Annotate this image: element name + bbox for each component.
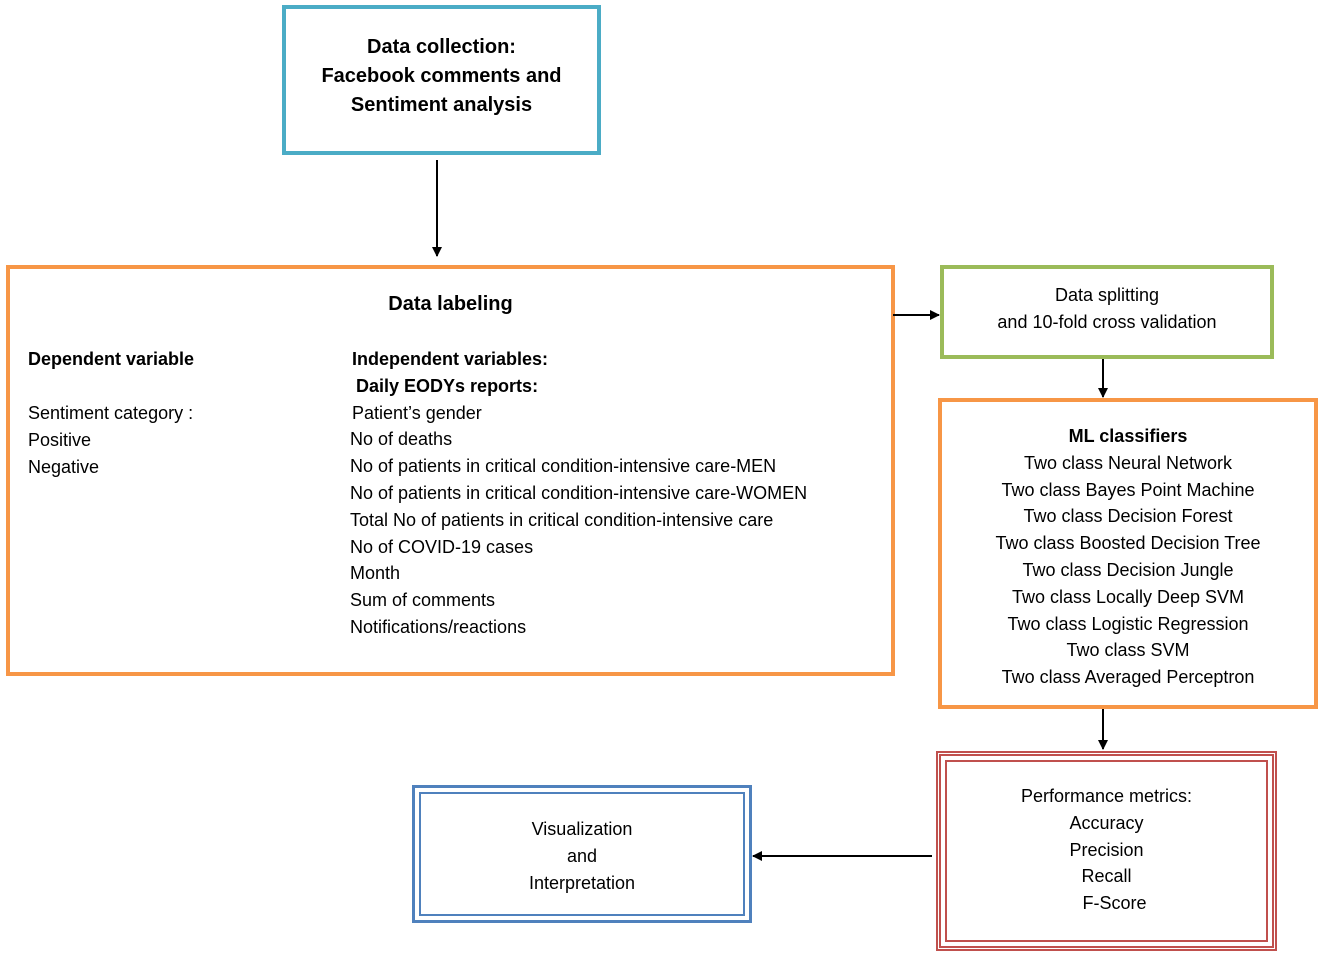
- independent-item: Notifications/reactions: [350, 616, 527, 637]
- dependent-variable-column: Dependent variable Sentiment category : …: [28, 346, 194, 481]
- classifier-item: Two class Locally Deep SVM: [1011, 586, 1245, 607]
- visualization-line-2: and: [566, 846, 598, 866]
- metrics-title: Performance metrics:: [1020, 786, 1193, 806]
- data-labeling-box: Data labeling Dependent variable Sentime…: [6, 265, 895, 676]
- independent-item: No of patients in critical condition-int…: [350, 482, 808, 503]
- independent-variables-column: Independent variables: Daily EODYs repor…: [350, 346, 807, 641]
- visualization-line-3: Interpretation: [528, 873, 636, 893]
- data-splitting-box: Data splitting and 10-fold cross validat…: [940, 265, 1274, 359]
- visualization-line-1: Visualization: [531, 819, 633, 839]
- dependent-value: Positive: [28, 430, 92, 450]
- independent-subheader: Daily EODYs reports:: [356, 375, 539, 396]
- labeling-title: Data labeling: [388, 293, 513, 315]
- visualization-box: Visualization and Interpretation: [412, 785, 752, 923]
- dependent-value: Negative: [28, 457, 100, 477]
- classifier-item: Two class Neural Network: [1023, 452, 1233, 473]
- ml-classifiers-box: ML classifiers Two class Neural Network …: [938, 398, 1318, 709]
- sentiment-category-label: Sentiment category :: [28, 403, 194, 423]
- independent-item: Month: [350, 563, 401, 584]
- classifier-item: Two class Bayes Point Machine: [1001, 479, 1255, 500]
- splitting-line-1: Data splitting: [1054, 285, 1160, 305]
- classifier-item: Two class Logistic Regression: [1007, 613, 1249, 634]
- classifiers-title: ML classifiers: [1068, 426, 1188, 446]
- splitting-line-2: and 10-fold cross validation: [997, 312, 1217, 332]
- independent-item: No of patients in critical condition-int…: [350, 456, 777, 477]
- classifier-item: Two class Decision Forest: [1023, 506, 1233, 527]
- independent-item: Sum of comments: [350, 590, 496, 611]
- metrics-content: Performance metrics: Accuracy Precision …: [941, 783, 1272, 917]
- metric-item: Recall: [1081, 866, 1132, 887]
- metric-item: Precision: [1069, 839, 1144, 860]
- visualization-content: Visualization and Interpretation: [415, 816, 749, 897]
- classifier-item: Two class Averaged Perceptron: [1001, 667, 1255, 688]
- dependent-header: Dependent variable: [28, 349, 195, 369]
- metric-item: Accuracy: [1069, 812, 1144, 833]
- classifier-item: Two class Boosted Decision Tree: [995, 533, 1261, 554]
- independent-item: No of COVID-19 cases: [350, 536, 534, 557]
- collection-line-2: Facebook comments and: [321, 64, 562, 87]
- independent-item: Total No of patients in critical conditi…: [350, 509, 774, 530]
- classifier-item: Two class Decision Jungle: [1022, 559, 1234, 580]
- independent-header: Independent variables:: [352, 349, 549, 369]
- performance-metrics-box: Performance metrics: Accuracy Precision …: [936, 751, 1277, 951]
- independent-item: No of deaths: [350, 429, 453, 450]
- independent-item: Patient’s gender: [352, 402, 482, 423]
- classifier-item: Two class SVM: [1066, 640, 1190, 661]
- collection-line-1: Data collection:: [367, 35, 516, 58]
- collection-line-3: Sentiment analysis: [350, 93, 533, 116]
- data-collection-box: Data collection: Facebook comments and S…: [282, 5, 601, 155]
- metric-item: F-Score: [1082, 893, 1147, 914]
